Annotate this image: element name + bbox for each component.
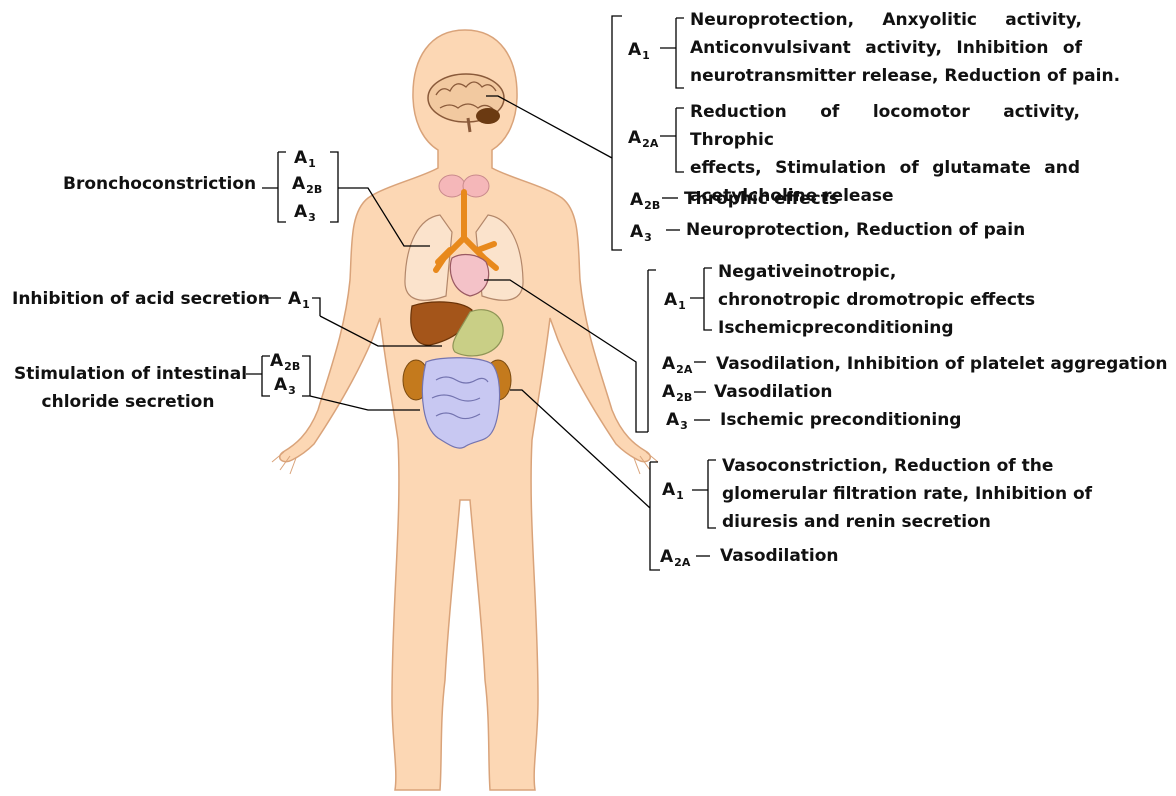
lungs-receptor-A2B: A2B (292, 170, 322, 200)
kidney-receptor-A1: A1 (662, 476, 684, 506)
effect-line: Anticonvulsivant activity, Inhibition of (690, 34, 1082, 62)
heart-A3-effects: Ischemic preconditioning (720, 406, 961, 434)
effect-line: glomerular filtration rate, Inhibition o… (722, 480, 1092, 508)
effect-line: Stimulation of intestinal (14, 360, 242, 388)
effect-line: chloride secretion (14, 388, 242, 416)
effect-line: neurotransmitter release, Reduction of p… (690, 62, 1082, 90)
kidney-A1-effects: Vasoconstriction, Reduction of the glome… (722, 452, 1092, 536)
brain-receptor-A2B: A2B (630, 186, 660, 216)
effect-line: diuresis and renin secretion (722, 508, 1092, 536)
intestine-illustration (422, 358, 499, 448)
effect-line: Vasoconstriction, Reduction of the (722, 452, 1092, 480)
brain-receptor-A1: A1 (628, 36, 650, 66)
heart-A2B-effects: Vasodilation (714, 378, 833, 406)
brain-receptor-A2A: A2A (628, 124, 658, 154)
effect-line: Neuroprotection, Anxyolitic activity, (690, 6, 1082, 34)
effect-line: chronotropic dromotropic effects (718, 286, 1035, 314)
effect-line: Negativeinotropic, (718, 258, 1035, 286)
kidney-receptor-A2A: A2A (660, 543, 690, 573)
effect-line: Ischemicpreconditioning (718, 314, 1035, 342)
stomach-effect: Inhibition of acid secretion (12, 285, 270, 313)
intestine-effect: Stimulation of intestinal chloride secre… (14, 360, 242, 416)
heart-receptor-A2B: A2B (662, 378, 692, 408)
lungs-effect: Bronchoconstriction (63, 170, 256, 198)
stomach-receptor-A1: A1 (288, 285, 310, 315)
effect-line: effects, Stimulation of glutamate and (690, 154, 1080, 182)
heart-A1-effects: Negativeinotropic, chronotropic dromotro… (718, 258, 1035, 342)
brain-A1-effects: Neuroprotection, Anxyolitic activity, An… (690, 6, 1082, 90)
intestine-receptor-A3: A3 (274, 371, 296, 401)
brain-A3-effects: Neuroprotection, Reduction of pain (686, 216, 1025, 244)
brain-A2B-effects: Throphic effects (684, 185, 839, 213)
brain-receptor-A3: A3 (630, 218, 652, 248)
lungs-receptor-A3: A3 (294, 198, 316, 228)
heart-A2A-effects: Vasodilation, Inhibition of platelet agg… (716, 350, 1168, 378)
effect-line: Reduction of locomotor activity, Throphi… (690, 98, 1080, 154)
heart-receptor-A1: A1 (664, 286, 686, 316)
heart-receptor-A2A: A2A (662, 350, 692, 380)
heart-receptor-A3: A3 (666, 406, 688, 436)
kidney-A2A-effects: Vasodilation (720, 542, 839, 570)
